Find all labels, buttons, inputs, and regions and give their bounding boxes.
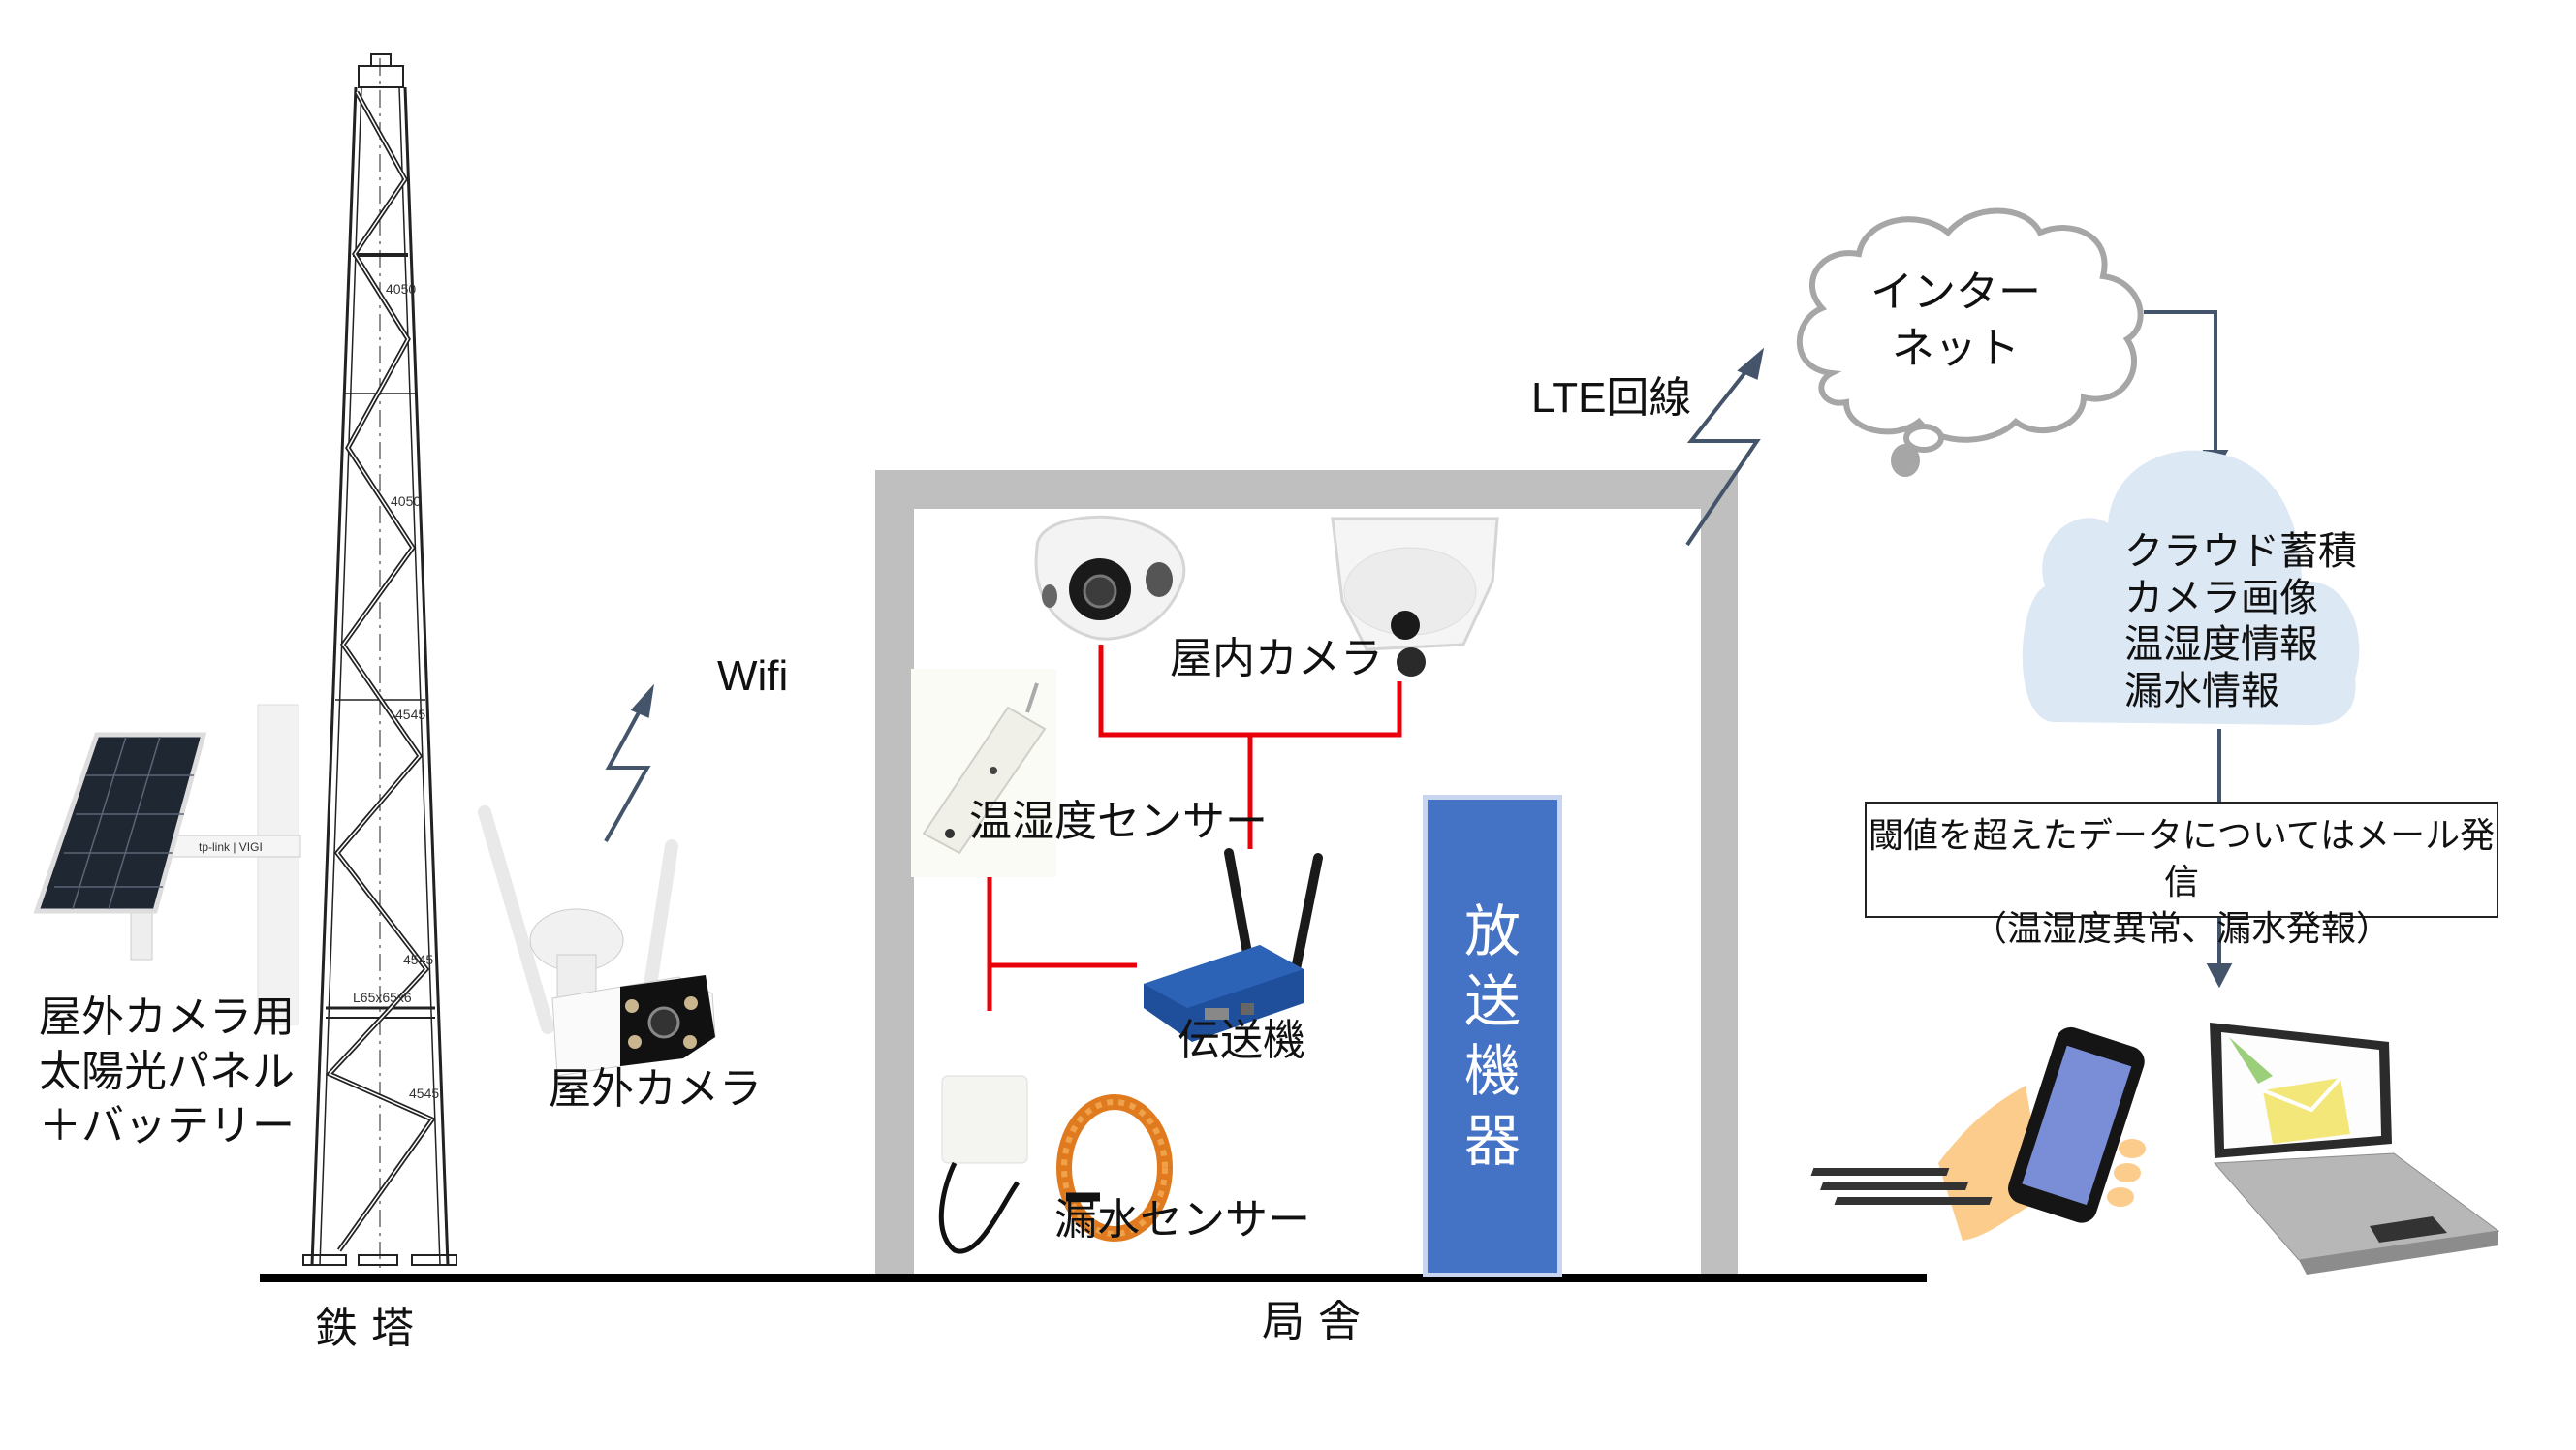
turret-camera-icon xyxy=(1331,517,1499,677)
cloud-storage-line3: 温湿度情報 xyxy=(2124,622,2318,667)
building-roof xyxy=(875,470,1738,509)
building-left-wall xyxy=(875,470,914,1278)
notice-line1: 閾値を超えたデータについてはメール発信 xyxy=(1868,816,2496,902)
red-wiring xyxy=(987,645,1402,1011)
tower-mark-5: L65x65x6 xyxy=(353,990,412,1005)
tower-mark-2: 4050 xyxy=(391,493,421,509)
building-label: 局 舎 xyxy=(1262,1297,1361,1346)
internet-label-line2: ネット xyxy=(1892,324,2020,373)
water-leak-sensor-icon xyxy=(938,1075,1173,1254)
ground-line xyxy=(260,1274,1927,1282)
lte-router-icon xyxy=(1144,848,1323,1042)
water-leak-sensor-label: 漏水センサー xyxy=(1054,1195,1310,1245)
laptop-with-mail-icon xyxy=(1810,1023,2500,1275)
tower-mark-3: 4545 xyxy=(395,707,425,722)
cloud-storage-label: クラウド蓄積 カメラ画像 温湿度情報 漏水情報 xyxy=(2124,528,2357,714)
tower-icon xyxy=(302,53,457,1270)
arrow-internet-to-cloud xyxy=(2144,310,2229,474)
tower-markings: 4050 4050 4545 4545 L65x65x6 4545 xyxy=(353,281,439,1101)
arrow-cloud-to-devices xyxy=(2206,729,2233,989)
cloud-storage-line1: クラウド蓄積 xyxy=(2124,529,2357,574)
brand-mark: tp-link | VIGI xyxy=(199,840,263,854)
outdoor-camera-icon xyxy=(478,805,716,1077)
tower-mark-4: 4545 xyxy=(403,952,433,967)
lte-line-label: LTE回線 xyxy=(1531,374,1692,422)
tower-label: 鉄 塔 xyxy=(315,1304,414,1353)
broadcast-char-4: 器 xyxy=(1463,1108,1521,1174)
internet-label-line1: インター xyxy=(1870,268,2041,317)
lte-signal-icon xyxy=(1685,347,1765,547)
broadcast-char-2: 送 xyxy=(1463,968,1521,1034)
solar-panel-label-line2: 太陽光パネル xyxy=(39,1047,295,1096)
temperature-humidity-sensor-icon xyxy=(911,669,1056,877)
smartphone-in-hand-icon xyxy=(1938,1026,2146,1241)
solar-panel-label-line1: 屋外カメラ用 xyxy=(39,993,295,1042)
cloud-storage-line4: 漏水情報 xyxy=(2124,669,2279,713)
internet-label: インター ネット xyxy=(1870,265,2041,377)
solar-panel-label-line3: ＋バッテリー xyxy=(39,1101,295,1151)
indoor-camera-label: 屋内カメラ xyxy=(1170,634,1383,683)
cloud-storage-line2: カメラ画像 xyxy=(2124,576,2318,620)
dome-camera-icon xyxy=(1034,515,1186,641)
broadcast-equipment: 放 送 機 器 xyxy=(1423,795,1562,1277)
outdoor-camera-label: 屋外カメラ xyxy=(549,1064,762,1114)
mail-alert-notice: 閾値を超えたデータについてはメール発信 （温湿度異常、漏水発報） xyxy=(1865,802,2498,949)
storage-cloud-icon xyxy=(2022,450,2360,725)
temp-humidity-sensor-label: 温湿度センサー xyxy=(969,797,1268,846)
solar-panel-icon xyxy=(33,704,301,1025)
tower-mark-1: 4050 xyxy=(386,281,416,297)
building-walls xyxy=(875,470,1738,1278)
transmitter-label: 伝送機 xyxy=(1178,1016,1305,1065)
broadcast-char-3: 機 xyxy=(1463,1038,1521,1104)
wifi-label: Wifi xyxy=(717,652,789,700)
notice-line2: （温湿度異常、漏水発報） xyxy=(1971,909,2391,949)
building-right-wall xyxy=(1701,470,1738,1278)
solar-panel-label: 屋外カメラ用 太陽光パネル ＋バッテリー xyxy=(39,991,295,1153)
broadcast-char-1: 放 xyxy=(1463,898,1521,964)
wifi-signal-icon xyxy=(604,683,654,842)
tower-mark-6: 4545 xyxy=(409,1086,439,1101)
internet-cloud-icon xyxy=(1796,207,2144,477)
